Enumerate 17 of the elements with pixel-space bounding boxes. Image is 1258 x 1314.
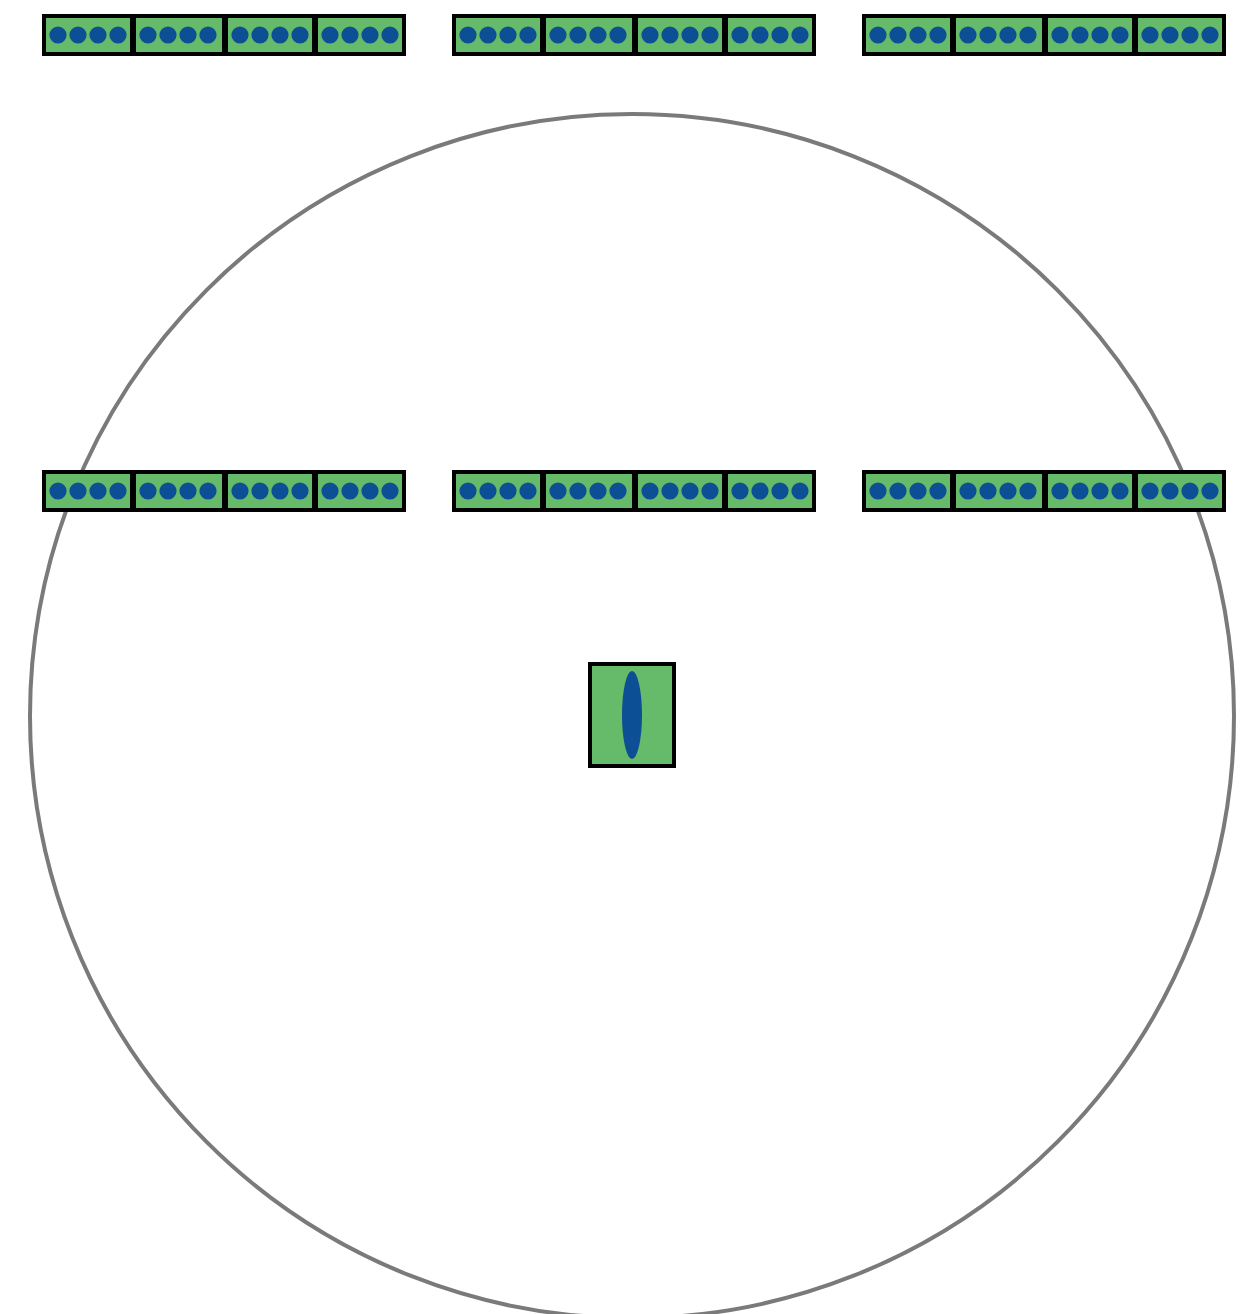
- dotted-module: [132, 14, 226, 56]
- dotted-module: [862, 14, 955, 56]
- dotted-module: [452, 14, 545, 56]
- dotted-module: [952, 14, 1046, 56]
- dotted-module: [42, 14, 135, 56]
- dotted-module: [633, 14, 726, 56]
- dotted-module: [723, 470, 817, 512]
- dotted-module: [1043, 14, 1136, 56]
- dotted-module: [633, 470, 726, 512]
- dotted-module: [313, 14, 407, 56]
- dotted-module: [452, 470, 545, 512]
- dotted-module: [223, 14, 316, 56]
- dotted-module: [542, 470, 636, 512]
- lens-box: [588, 662, 676, 768]
- dotted-module: [723, 14, 817, 56]
- dotted-module: [1133, 14, 1227, 56]
- dotted-module: [542, 14, 636, 56]
